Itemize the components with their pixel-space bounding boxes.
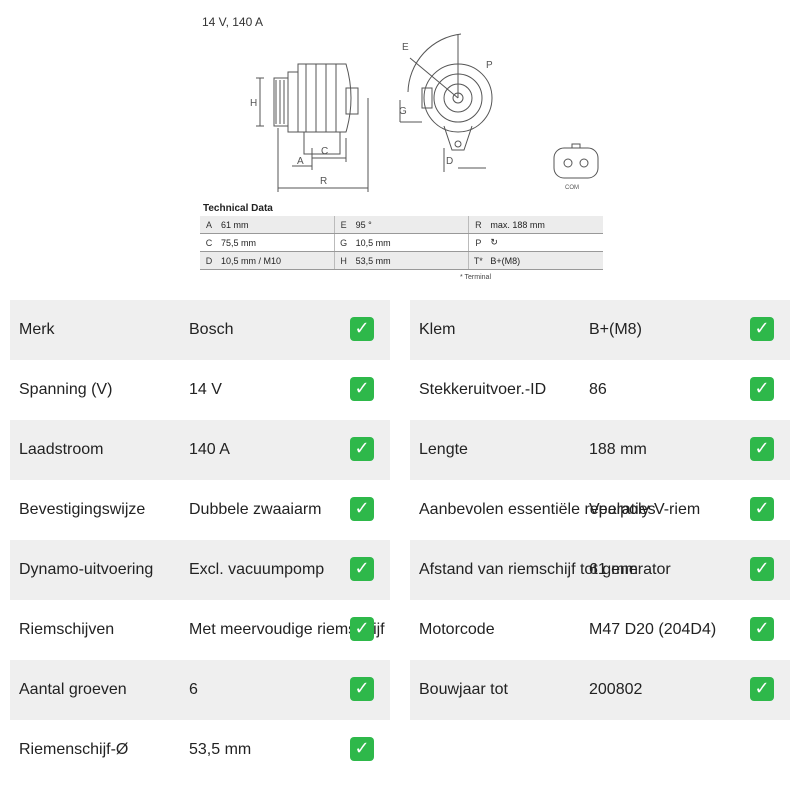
td-value: 61 mm [217,216,335,234]
checkmark-icon: ✓ [350,677,374,701]
spec-label: Laadstroom [19,441,104,458]
technical-drawing: 14 V, 140 A [196,8,606,288]
spec-row: Laadstroom 140 A ✓ [10,420,390,480]
checkmark-icon: ✓ [750,377,774,401]
spec-row: Klem B+(M8) ✓ [410,300,790,360]
dim-letter-a: A [297,156,304,167]
spec-value: Excl. vacuumpomp [189,561,325,578]
spec-label: Klem [419,321,456,338]
connector-label: COM [565,185,579,191]
technical-data-table: A 61 mm E 95 ° R max. 188 mm C 75,5 mm G… [200,216,603,270]
spec-value: 188 mm [589,441,647,458]
dim-letter-r: R [320,176,327,187]
checkmark-icon: ✓ [350,737,374,761]
spec-value: 61 mm [589,561,638,578]
checkmark-icon: ✓ [350,437,374,461]
dim-letter-e: E [402,42,409,53]
td-key: C [200,233,218,252]
checkmark-icon: ✓ [750,497,774,521]
dim-letter-g: G [399,106,407,117]
dim-letter-h: H [250,98,257,109]
td-key: E [334,216,353,234]
td-value: 95 ° [352,216,470,234]
spec-value: 200802 [589,681,643,698]
dim-letter-p: P [486,60,493,71]
technical-data-title: Technical Data [203,203,273,214]
spec-value: 86 [589,381,607,398]
td-value: 53,5 mm [352,251,470,270]
td-key: R [468,216,488,234]
spec-label: Merk [19,321,55,338]
checkmark-icon: ✓ [750,617,774,641]
spec-value: B+(M8) [589,321,642,338]
spec-row: Aantal groeven 6 ✓ [10,660,390,720]
spec-row: Bouwjaar tot 200802 ✓ [410,660,790,720]
spec-value: 140 A [189,441,230,458]
spec-label: Dynamo-uitvoering [19,561,154,578]
spec-label: Riemenschijf-Ø [19,741,129,758]
spec-label: Lengte [419,441,468,458]
spec-row: Stekkeruitvoer.-ID 86 ✓ [410,360,790,420]
spec-value: Met meervoudige riemschijf [189,621,385,638]
td-value: B+(M8) [487,251,603,270]
td-key: P [468,233,488,252]
spec-label: Riemschijven [19,621,115,638]
checkmark-icon: ✓ [350,317,374,341]
spec-value: Veelpoly V-riem [589,501,701,518]
spec-row: Merk Bosch ✓ [10,300,390,360]
spec-label: Bevestigingswijze [19,501,146,518]
td-key: T* [468,251,488,270]
spec-column-left: Merk Bosch ✓ Spanning (V) 14 V ✓ Laadstr… [10,300,390,780]
spec-label: Stekkeruitvoer.-ID [419,381,547,398]
spec-column-right: Klem B+(M8) ✓ Stekkeruitvoer.-ID 86 ✓ Le… [410,300,790,720]
spec-row: Afstand van riemschijf tot generator 61 … [410,540,790,600]
dim-letter-d: D [446,156,453,167]
td-key: H [334,251,353,270]
spec-row: Riemschijven Met meervoudige riemschijf … [10,600,390,660]
terminal-footnote: * Terminal [460,274,491,281]
table-row: C 75,5 mm G 10,5 mm P ↻ [200,233,603,252]
spec-value: 6 [189,681,198,698]
td-value: 10,5 mm / M10 [217,251,335,270]
spec-row: Lengte 188 mm ✓ [410,420,790,480]
checkmark-icon: ✓ [750,437,774,461]
alternator-diagram: H A C R E P G D COM [250,33,599,192]
spec-row: Dynamo-uitvoering Excl. vacuumpomp ✓ [10,540,390,600]
table-row: D 10,5 mm / M10 H 53,5 mm T* B+(M8) [200,251,603,270]
spec-label: Bouwjaar tot [419,681,508,698]
checkmark-icon: ✓ [350,617,374,641]
checkmark-icon: ✓ [350,377,374,401]
spec-row: Motorcode M47 D20 (204D4) ✓ [410,600,790,660]
spec-value: Dubbele zwaaiarm [189,501,322,518]
table-row: A 61 mm E 95 ° R max. 188 mm [200,216,603,234]
rotation-direction-icon: ↻ [487,233,603,252]
spec-value: 14 V [189,381,222,398]
spec-row: Riemenschijf-Ø 53,5 mm ✓ [10,720,390,780]
checkmark-icon: ✓ [750,317,774,341]
spec-label: Afstand van riemschijf tot generator [419,561,671,578]
checkmark-icon: ✓ [750,557,774,581]
checkmark-icon: ✓ [350,557,374,581]
spec-value: Bosch [189,321,234,338]
spec-value: 53,5 mm [189,741,252,758]
td-key: G [334,233,353,252]
td-key: D [200,251,218,270]
dim-letter-c: C [321,146,328,157]
spec-label: Aantal groeven [19,681,127,698]
spec-label: Spanning (V) [19,381,113,398]
spec-row: Bevestigingswijze Dubbele zwaaiarm ✓ [10,480,390,540]
spec-label: Aanbevolen essentiële reparaties [419,501,656,518]
spec-value: M47 D20 (204D4) [589,621,717,638]
checkmark-icon: ✓ [350,497,374,521]
spec-label: Motorcode [419,621,495,638]
td-value: 75,5 mm [217,233,335,252]
spec-row: Spanning (V) 14 V ✓ [10,360,390,420]
td-key: A [200,216,218,234]
voltage-current-label: 14 V, 140 A [202,15,263,29]
checkmark-icon: ✓ [750,677,774,701]
td-value: max. 188 mm [487,216,603,234]
spec-row: Aanbevolen essentiële reparaties Veelpol… [410,480,790,540]
td-value: 10,5 mm [352,233,470,252]
